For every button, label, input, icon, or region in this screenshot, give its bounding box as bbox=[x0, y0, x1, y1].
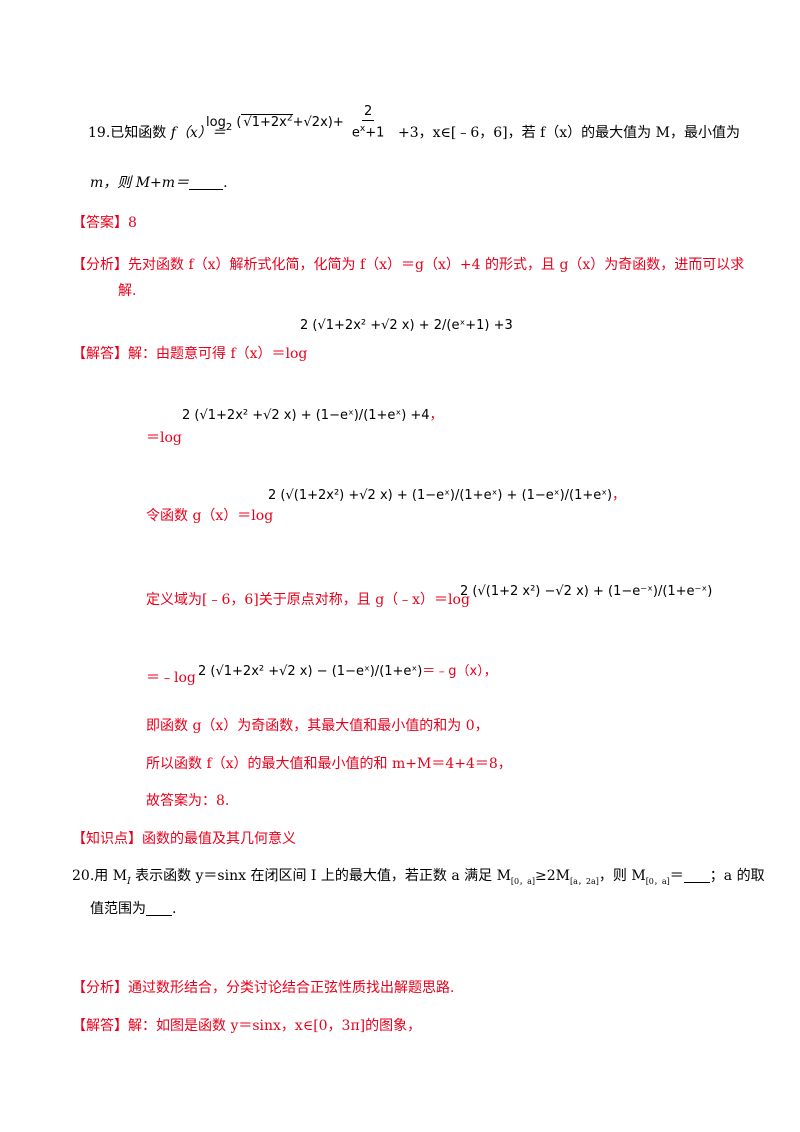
q19-stem-mid: +3，x∈[﹣6，6]，若 f（x）的最大值为 M，最小值为 bbox=[398, 125, 740, 141]
q20-line2: 值范围为. bbox=[90, 901, 177, 917]
solution20-line: 【解答】解：如图是函数 y＝sinx，x∈[0，3π]的图象， bbox=[72, 1018, 422, 1034]
solution19-line8: 故答案为：8. bbox=[146, 793, 230, 809]
solution19-line4: 定义域为[﹣6，6]关于原点对称，且 g（﹣x）＝log bbox=[146, 592, 470, 608]
analysis19-line1: 【分析】先对函数 f（x）解析式化简，化简为 f（x）＝g（x）+4 的形式，且… bbox=[72, 257, 745, 273]
q20-line1: 20.用 MI 表示函数 y＝sinx 在闭区间 I 上的最大值，若正数 a 满… bbox=[72, 868, 765, 887]
q19-stem-prefix: 19.已知函数 f（x）＝ bbox=[88, 125, 226, 141]
solution19-eq1: 2 (√1+2x² +√2 x) + 2/(eˣ+1) +3 bbox=[300, 318, 513, 333]
solution19-line2: ＝log bbox=[146, 430, 182, 446]
solution19-line5: ＝﹣log bbox=[146, 670, 196, 686]
knowledge-line: 【知识点】函数的最值及其几何意义 bbox=[72, 831, 296, 847]
solution19-eq3: 2 (√(1+2x²) +√2 x) + (1−eˣ)/(1+eˣ) + (1−… bbox=[268, 488, 626, 503]
solution19-line1: 【解答】解：由题意可得 f（x）＝log bbox=[72, 346, 308, 362]
solution19-line3: 令函数 g（x）＝log bbox=[146, 508, 274, 524]
solution19-eq4: 2 (√(1+2 x²) −√2 x) + (1−e⁻ˣ)/(1+e⁻ˣ) bbox=[460, 584, 713, 599]
q19-stem-line2: m，则 M+m＝. bbox=[90, 175, 228, 191]
answer-line: 【答案】8 bbox=[72, 213, 137, 233]
solution19-eq2: 2 (√1+2x² +√2 x) + (1−eˣ)/(1+eˣ) +4， bbox=[182, 408, 443, 423]
q20-blank-2 bbox=[146, 901, 172, 916]
answer-tag: 【答案】 bbox=[72, 215, 128, 231]
answer-blank bbox=[189, 175, 224, 190]
answer-value: 8 bbox=[128, 215, 137, 231]
q20-blank-1 bbox=[683, 868, 710, 883]
analysis19-line2: 解. bbox=[118, 283, 137, 299]
solution19-line7: 所以函数 f（x）的最大值和最小值的和 m+M＝4+4＝8， bbox=[146, 756, 512, 772]
solution19-line6: 即函数 g（x）为奇函数，其最大值和最小值的和为 0， bbox=[146, 718, 489, 734]
analysis20-line: 【分析】通过数形结合，分类讨论结合正弦性质找出解题思路. bbox=[72, 980, 455, 996]
solution19-eq5: 2 (√1+2x² +√2 x) − (1−eˣ)/(1+eˣ)＝﹣g（x）， bbox=[198, 664, 497, 679]
